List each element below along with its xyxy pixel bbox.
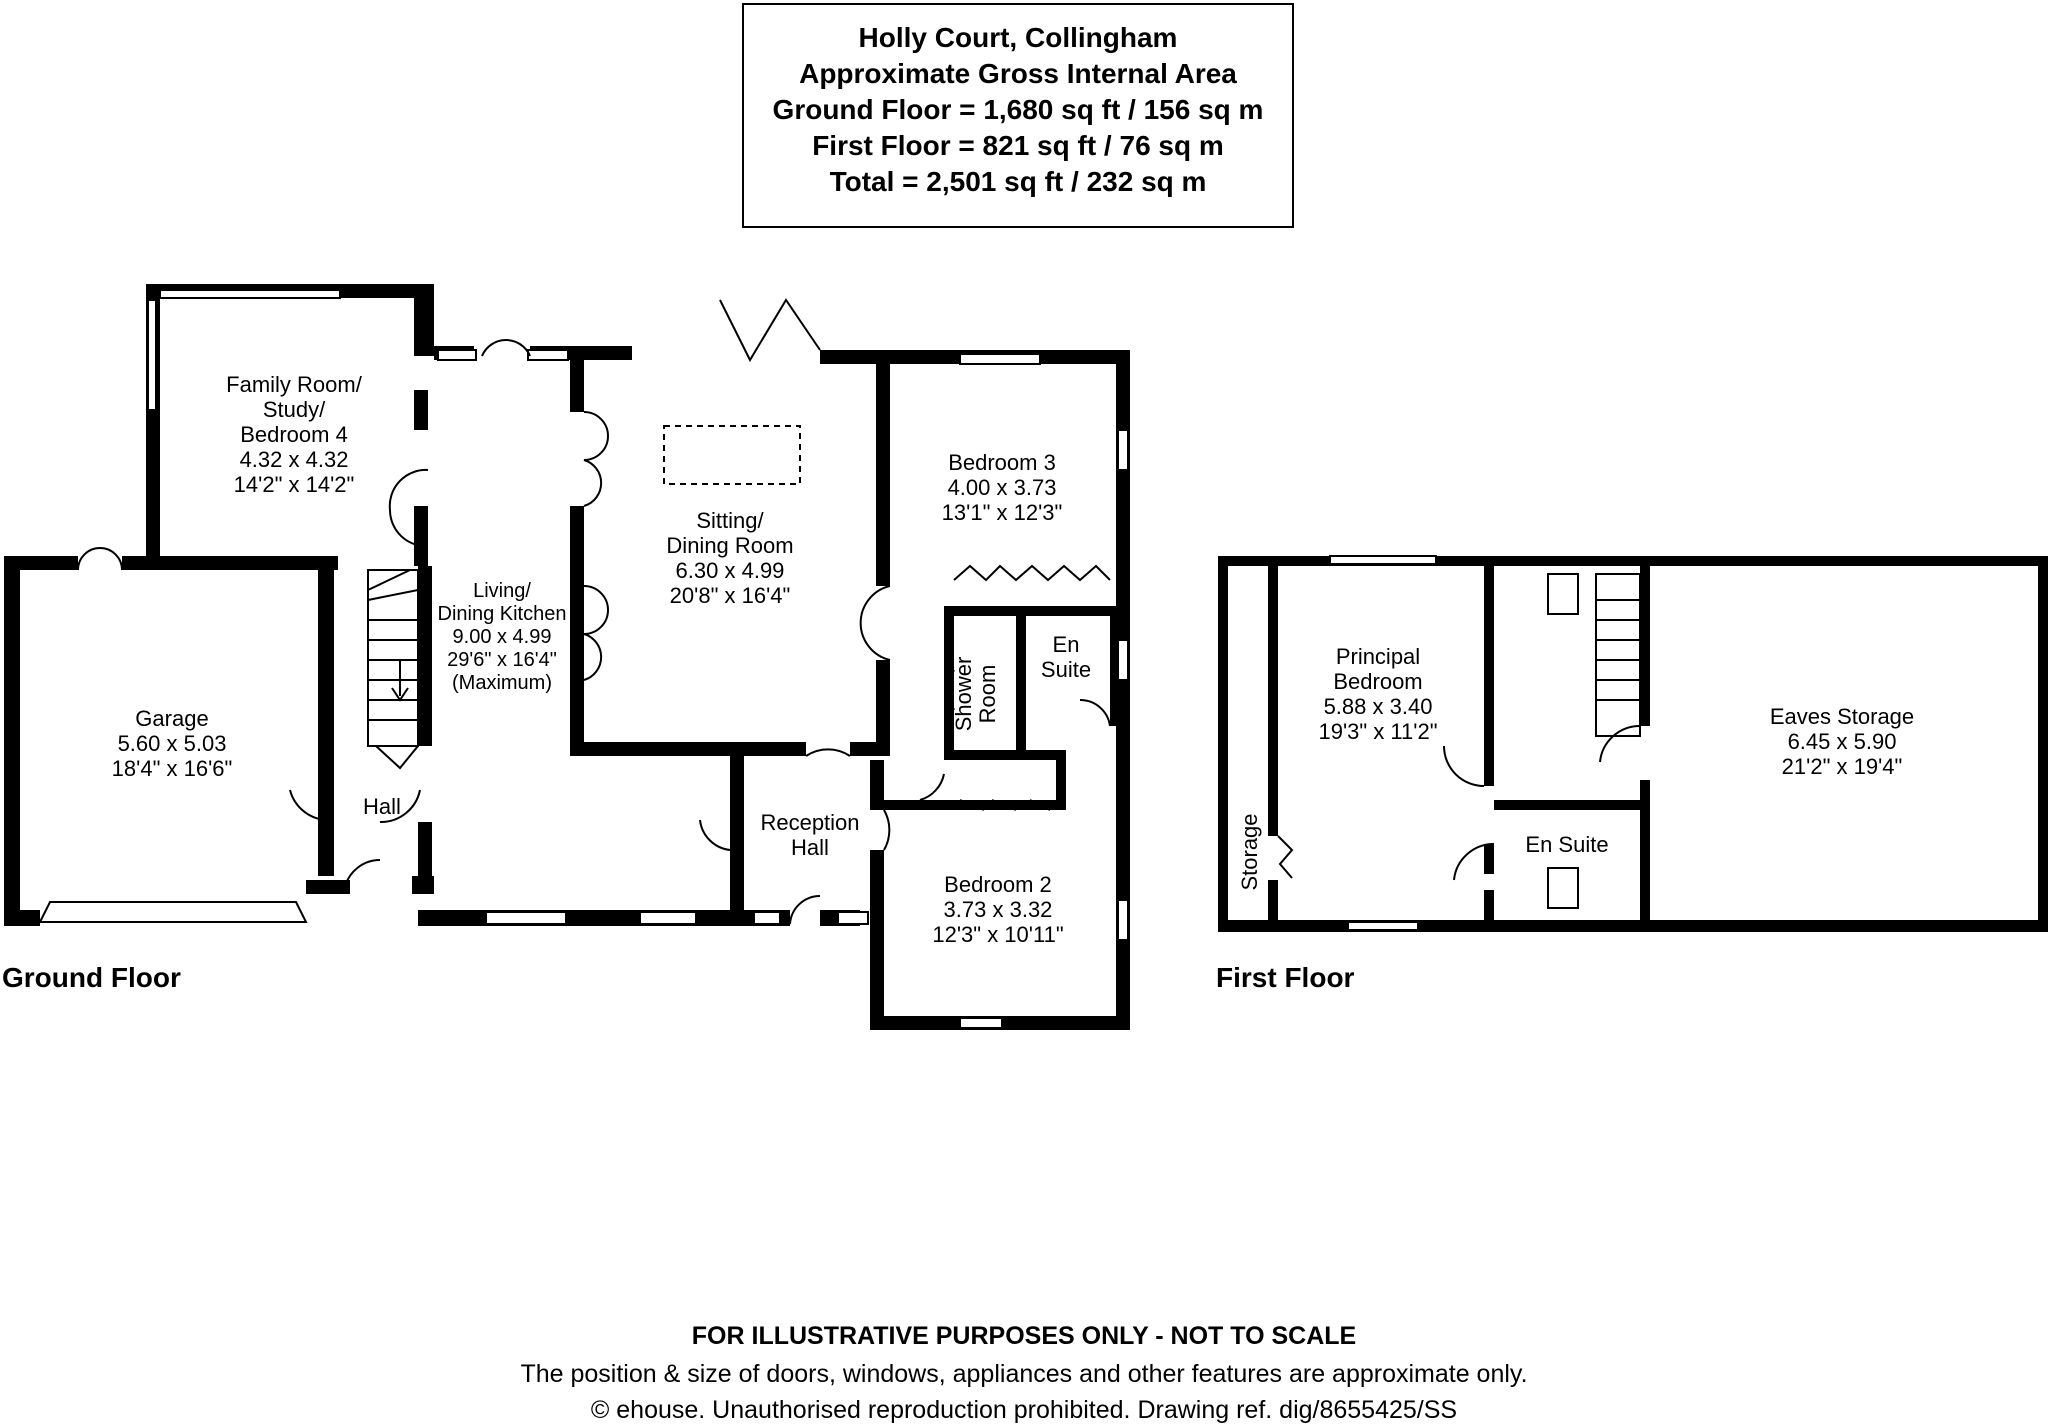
first-floor-walls <box>1218 556 2048 932</box>
property-name: Holly Court, Collingham <box>858 22 1178 53</box>
first-floor-doors <box>1277 573 1641 881</box>
ground-floor-doors <box>77 298 1111 925</box>
area-summary-box: Holly Court, Collingham Approximate Gros… <box>742 3 1294 228</box>
ground-floor-windows <box>38 289 1129 1029</box>
ground-floor-stairs <box>367 569 419 747</box>
first-floor-area: First Floor = 821 sq ft / 76 sq m <box>812 130 1224 161</box>
area-title: Approximate Gross Internal Area <box>799 58 1237 89</box>
first-floor-windows <box>1329 555 1579 931</box>
disclaimer-text: The position & size of doors, windows, a… <box>520 1360 1528 1388</box>
room-hall: Hall <box>363 794 401 819</box>
ground-floor-area: Ground Floor = 1,680 sq ft / 156 sq m <box>772 94 1264 125</box>
first-floor-label: First Floor <box>1216 962 1355 993</box>
ground-floor-label: Ground Floor <box>2 962 181 993</box>
total-area: Total = 2,501 sq ft / 232 sq m <box>829 166 1207 197</box>
room-storage: Storage <box>1237 813 1262 891</box>
room-ensuite-first: En Suite <box>1525 832 1609 857</box>
disclaimer-title: FOR ILLUSTRATIVE PURPOSES ONLY - NOT TO … <box>691 1322 1357 1350</box>
copyright-text: © ehouse. Unauthorised reproduction proh… <box>590 1396 1458 1424</box>
